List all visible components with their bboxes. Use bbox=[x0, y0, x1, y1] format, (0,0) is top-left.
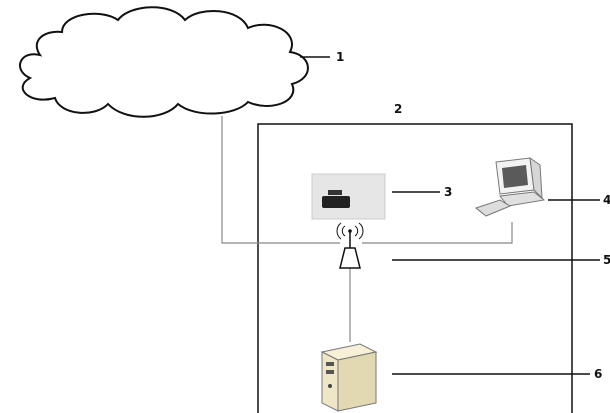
label-device: 3 bbox=[444, 185, 452, 199]
computer-connection-line bbox=[362, 222, 513, 244]
cloud-icon bbox=[18, 6, 309, 118]
label-enclosure: 2 bbox=[394, 102, 402, 116]
device-icon bbox=[311, 173, 386, 220]
enclosure-boundary bbox=[257, 123, 573, 413]
label-server: 6 bbox=[594, 367, 602, 381]
label-cloud: 1 bbox=[336, 50, 344, 64]
label-computer: 4 bbox=[603, 193, 610, 207]
server-icon bbox=[320, 343, 378, 412]
label-access-point: 5 bbox=[603, 253, 610, 267]
computer-icon bbox=[474, 156, 546, 217]
cloud-connection-line bbox=[221, 116, 340, 244]
wireless-access-point-icon bbox=[336, 222, 364, 269]
